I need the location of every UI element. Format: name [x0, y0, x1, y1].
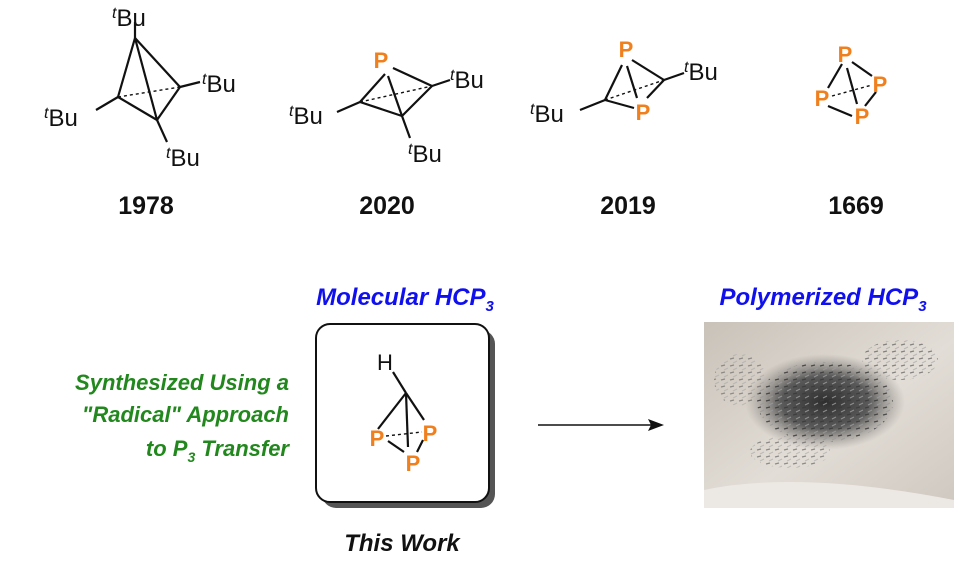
- compound-1669: P P P P 1669: [815, 42, 888, 220]
- phosphorus-atom-top: P: [619, 37, 634, 62]
- tbu-bottom-label: tBu: [408, 141, 442, 168]
- polymerized-title: Polymerized HCP3: [719, 284, 927, 315]
- phosphorus-atom-bottom: P: [636, 100, 651, 125]
- molecule-box: [315, 323, 490, 503]
- tbu-bottom-label: tBu: [166, 145, 200, 172]
- synthesis-line-2: "Radical" Approach: [82, 402, 289, 427]
- compound-1978: tBu tBu tBu tBu 1978: [44, 5, 236, 220]
- molecular-title: Molecular HCP3: [316, 284, 494, 315]
- tbu-right-label: tBu: [450, 67, 484, 94]
- reaction-arrow: [538, 419, 664, 431]
- year-label: 1669: [828, 192, 884, 220]
- scattered-flakes-bottom: [750, 436, 830, 468]
- scattered-flakes-left: [714, 354, 766, 406]
- phosphorus-atom-left: P: [815, 86, 830, 111]
- tbu-right-label: tBu: [684, 59, 718, 86]
- tbu-right-label: tBu: [202, 71, 236, 98]
- tbu-left-label: tBu: [289, 103, 323, 130]
- tbu-left-label: tBu: [530, 101, 564, 128]
- phosphorus-atom-right: P: [423, 421, 438, 446]
- molecular-hcp3-panel: Molecular HCP3 H P P P This Work: [315, 284, 495, 557]
- hcp3-structure: [377, 371, 425, 453]
- scattered-flakes-right: [862, 340, 938, 380]
- tbu-top-label: tBu: [112, 5, 146, 32]
- phosphorus-atom: P: [374, 48, 389, 73]
- hydrogen-atom: H: [377, 350, 393, 375]
- dish-rim: [704, 482, 954, 508]
- phosphorus-atom-right: P: [873, 72, 888, 97]
- synthesis-line-3: to P3 Transfer: [146, 436, 291, 465]
- this-work-caption: This Work: [344, 530, 461, 557]
- compound-2020: P tBu tBu tBu 2020: [289, 48, 484, 220]
- tbu-left-label: tBu: [44, 105, 78, 132]
- phosphatetrahedrane-bonds: [336, 67, 451, 139]
- synthesis-line-1: Synthesized Using a: [75, 370, 289, 395]
- polymerized-hcp3-panel: Polymerized HCP3: [704, 284, 954, 508]
- year-label: 2020: [359, 192, 415, 220]
- year-label: 1978: [118, 192, 174, 220]
- polymer-flakes: [757, 362, 893, 442]
- tetrahedrane-bonds: [95, 22, 201, 143]
- phosphorus-atom-top: P: [838, 42, 853, 67]
- p4-bonds: [827, 61, 877, 118]
- synthesis-description: Synthesized Using a "Radical" Approach t…: [75, 370, 290, 465]
- compound-2019: P P tBu tBu 2019: [530, 37, 718, 220]
- phosphorus-atom-bottom: P: [406, 451, 421, 476]
- diphosphatetrahedrane-bonds: [579, 59, 685, 112]
- year-label: 2019: [600, 192, 656, 220]
- phosphorus-atom-left: P: [370, 426, 385, 451]
- phosphorus-atom-bottom: P: [855, 104, 870, 129]
